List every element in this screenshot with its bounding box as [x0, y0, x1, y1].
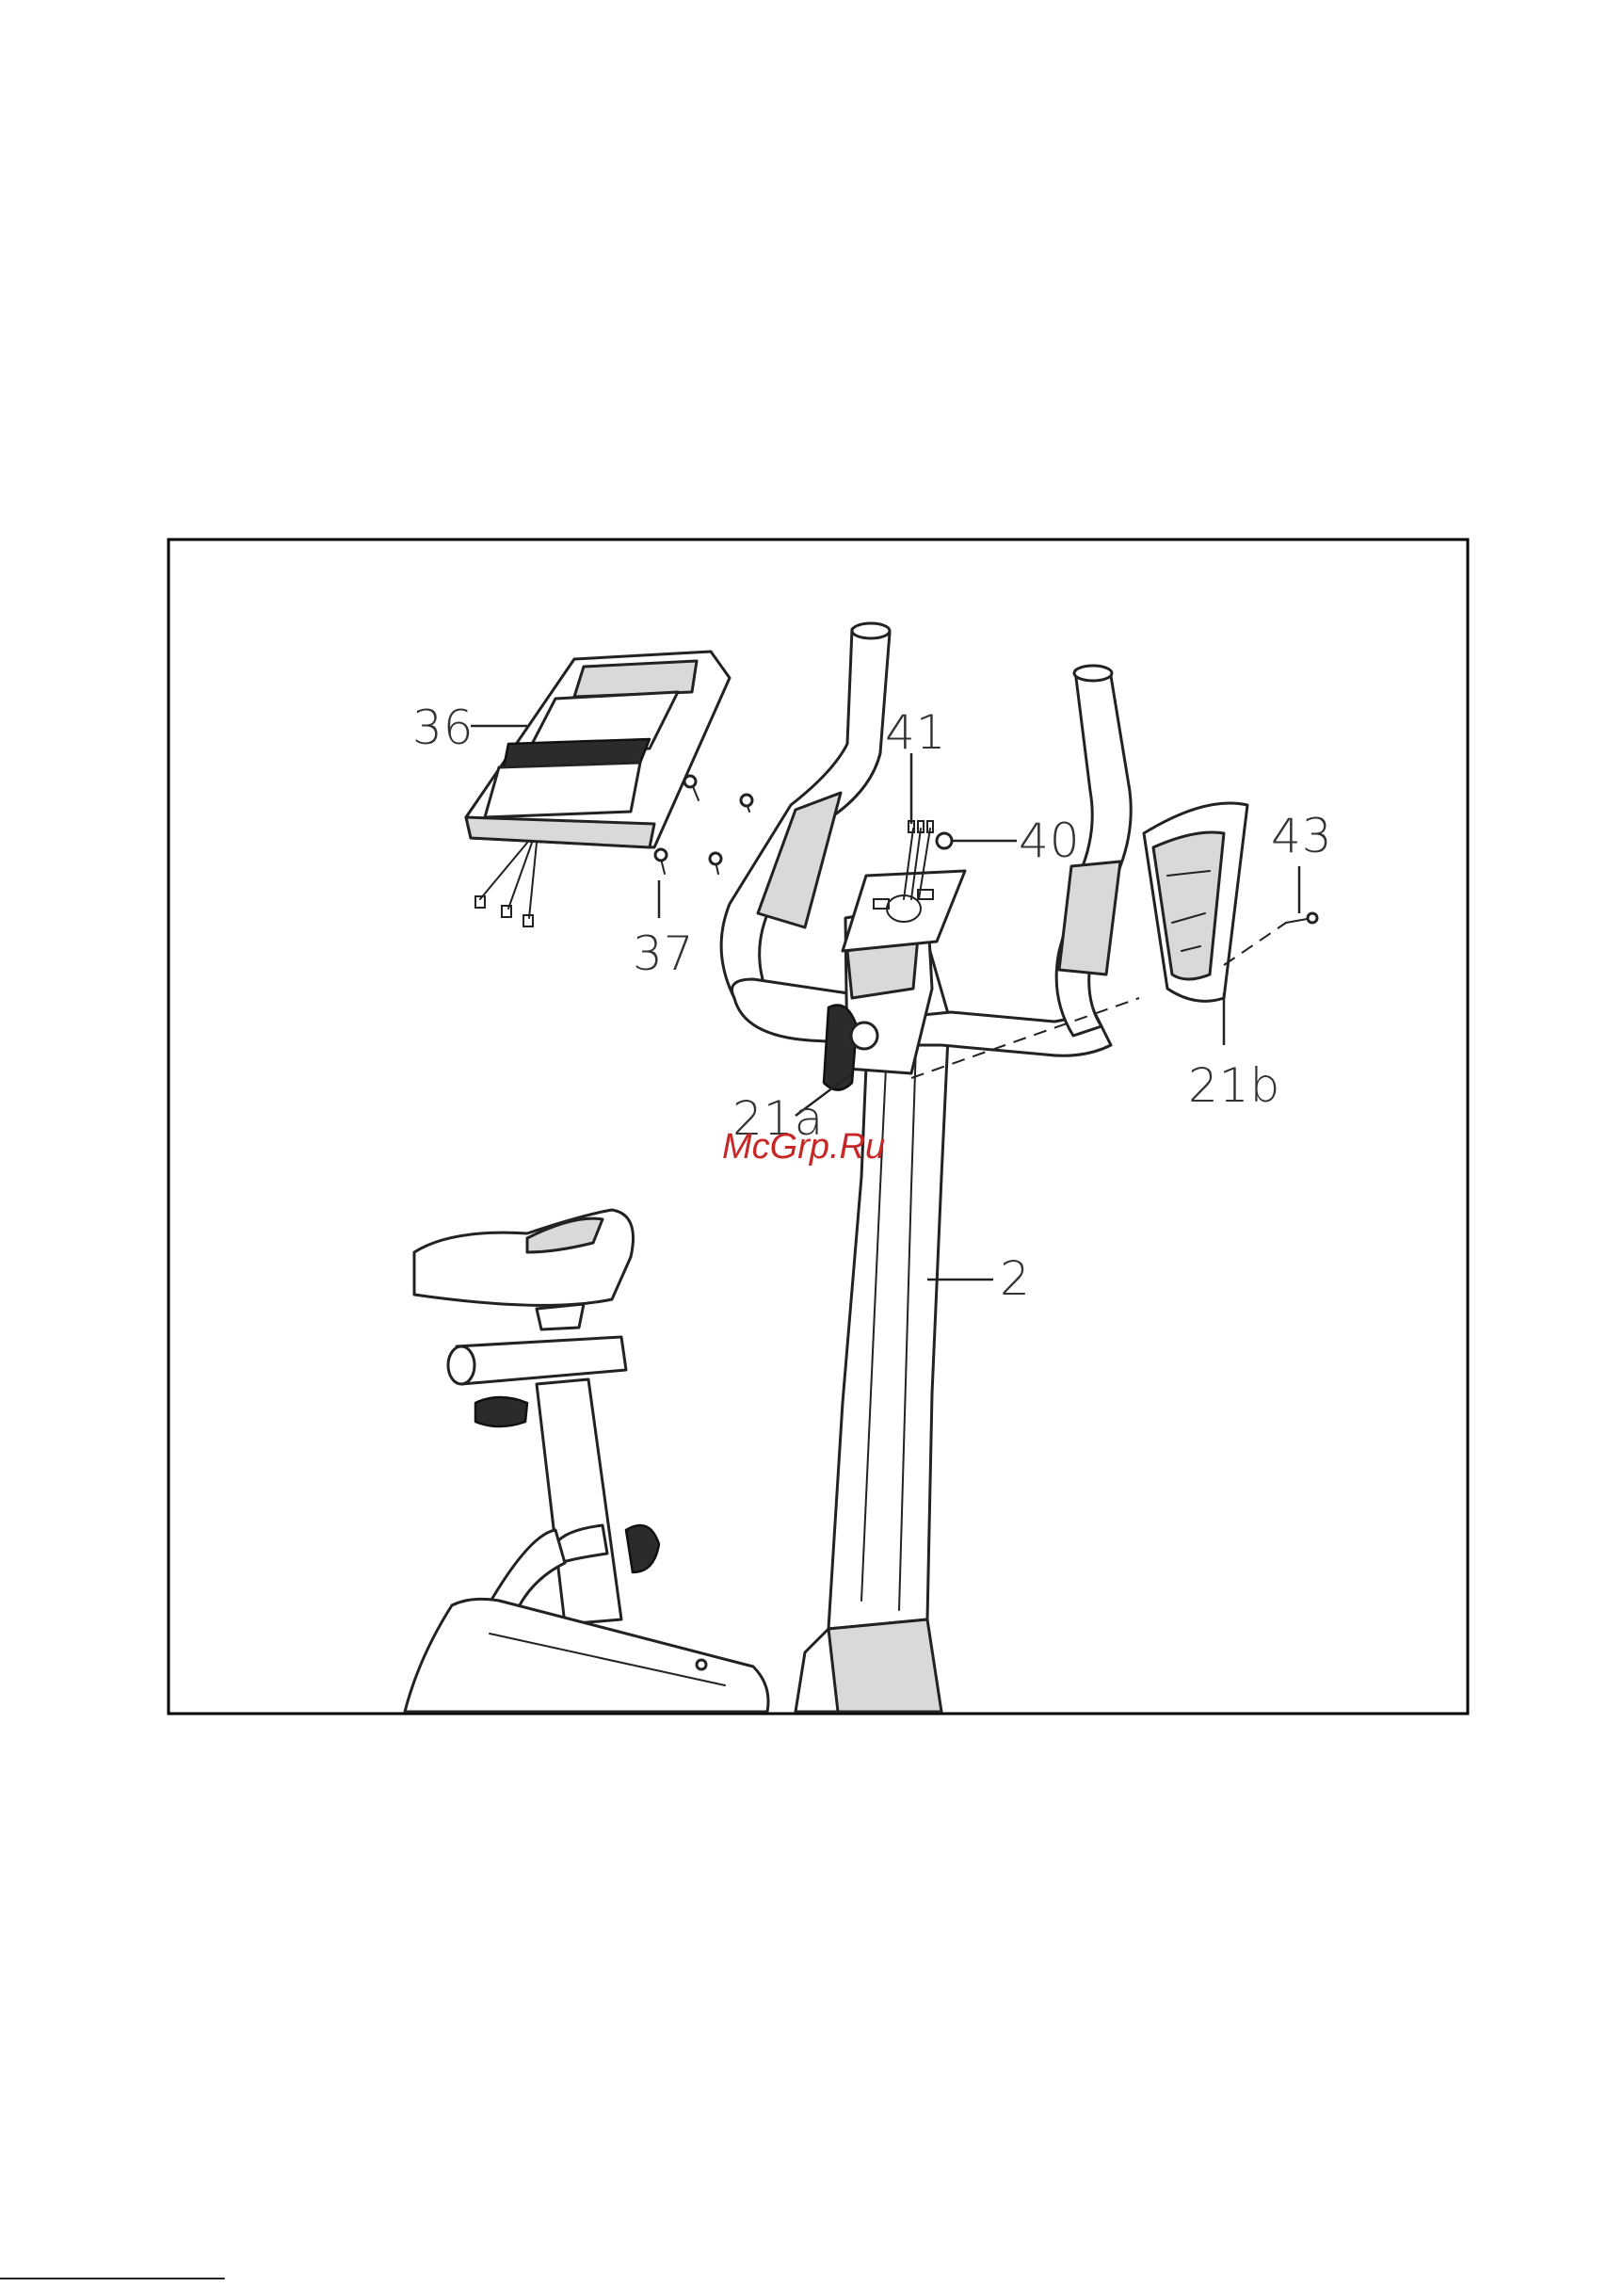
callout-41: 41 — [885, 705, 947, 760]
callout-43: 43 — [1271, 809, 1333, 863]
callout-40: 40 — [1019, 813, 1081, 868]
callout-21b: 21b — [1188, 1058, 1280, 1113]
bolt — [1286, 913, 1317, 923]
callout-36: 36 — [412, 701, 474, 755]
display-console — [466, 652, 730, 926]
callout-37: 37 — [633, 926, 695, 981]
rear-cover — [1144, 803, 1247, 1001]
bike-drawing — [405, 623, 1317, 1712]
watermark: McGrp.Ru — [722, 1127, 885, 1167]
callout-2: 2 — [1000, 1251, 1031, 1306]
saddle — [414, 1210, 634, 1426]
